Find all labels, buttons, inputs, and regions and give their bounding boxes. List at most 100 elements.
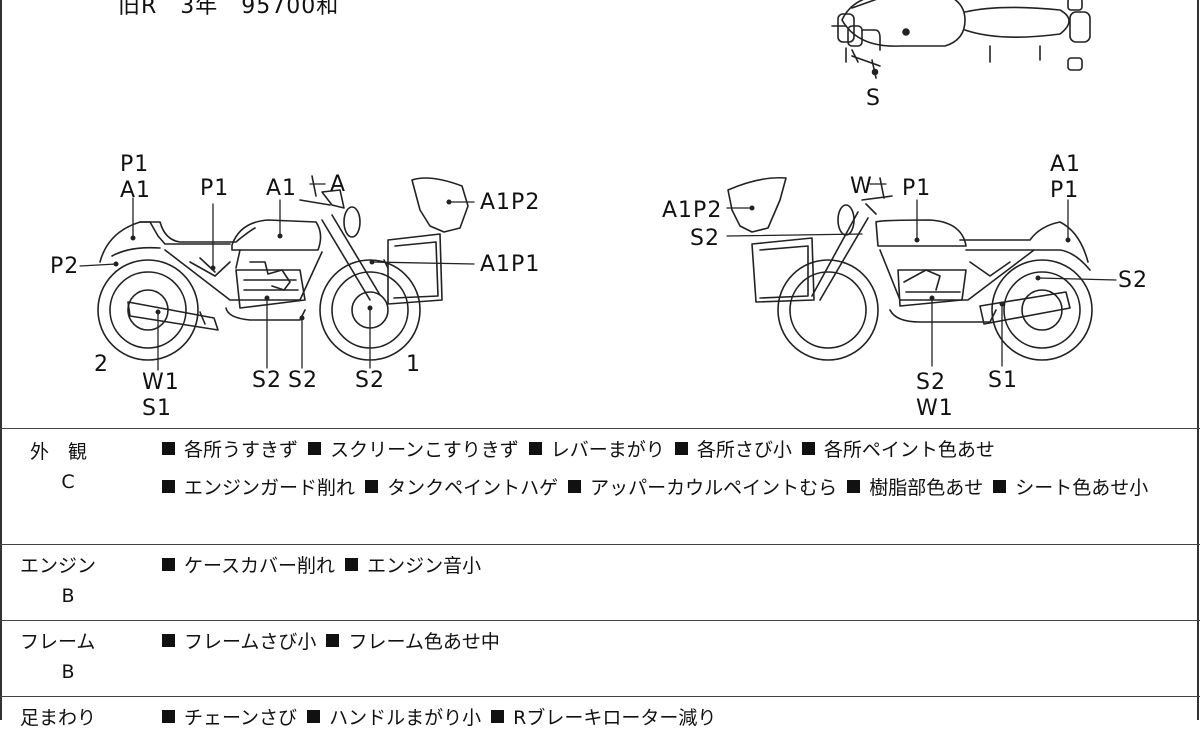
left-side-view-motorcycle <box>97 175 469 361</box>
label-top-s: S <box>866 86 881 111</box>
label-left-a1p1-case: A1P1 <box>480 252 541 277</box>
condition-item-text: フレームさび小 <box>184 631 317 653</box>
condition-item: アッパーカウルペイントむら <box>564 477 837 499</box>
label-left-s2-engine: S2 <box>252 368 282 393</box>
top-view-motorcycle <box>831 0 1091 79</box>
category-name: 足まわり <box>20 707 97 729</box>
label-left-a1p2-cowl: A1P2 <box>480 190 541 215</box>
label-left-num-1: 1 <box>406 352 421 377</box>
frame-right-border <box>1197 0 1199 720</box>
label-right-w-mirror: W <box>850 174 873 199</box>
label-left-p1-a1-rear: P1 A1 <box>120 152 152 203</box>
bullet-square-icon <box>307 710 321 723</box>
category-name: 外 観 <box>30 441 88 463</box>
frame-left-border <box>0 0 2 720</box>
bullet-square-icon <box>308 442 322 455</box>
label-left-s2-exhaust: S2 <box>288 368 318 393</box>
label-left-p2-tail: P2 <box>50 254 80 279</box>
condition-item: フレーム色あせ中 <box>322 631 500 653</box>
bullet-square-icon <box>326 634 340 647</box>
condition-item: ハンドルまがり小 <box>303 707 481 729</box>
condition-item-text: 樹脂部色あせ <box>869 477 984 499</box>
condition-item-text: ハンドルまがり小 <box>329 707 482 729</box>
condition-item-text: アッパーカウルペイントむら <box>590 477 838 499</box>
bullet-square-icon <box>162 558 175 571</box>
condition-item-text: エンジンガード削れ <box>184 477 356 499</box>
condition-item: 各所うすきず <box>158 439 298 461</box>
label-right-s2-rear: S2 <box>1118 268 1148 293</box>
condition-row-suspension: 足まわり チェーンさび ハンドルまがり小 Rブレーキローター減り <box>0 696 1200 737</box>
bullet-square-icon <box>528 442 542 455</box>
condition-row-exterior: 外 観 C 各所うすきず スクリーンこすりきず レバーまがり 各所さび小 各所ペ… <box>0 428 1200 545</box>
bullet-square-icon <box>568 480 582 493</box>
condition-items: チェーンさび ハンドルまがり小 Rブレーキローター減り <box>158 699 1188 737</box>
condition-item: エンジンガード削れ <box>158 477 355 499</box>
bullet-square-icon <box>345 558 359 571</box>
label-left-a1-tank: A1 <box>266 176 298 201</box>
label-right-a1-p1-rear: A1 P1 <box>1050 152 1082 203</box>
row-category: フレーム B <box>20 627 116 687</box>
condition-item: シート色あせ小 <box>989 477 1148 499</box>
motorcycle-line-drawings <box>79 0 1117 371</box>
condition-items: ケースカバー削れ エンジン音小 <box>158 547 1188 585</box>
condition-item-text: Rブレーキローター減り <box>513 707 717 729</box>
condition-item: 各所ペイント色あせ <box>798 439 995 461</box>
bullet-square-icon <box>162 480 175 493</box>
bullet-square-icon <box>674 442 688 455</box>
label-right-a1p2-cowl: A1P2 <box>662 198 723 223</box>
label-left-num-2: 2 <box>94 352 109 377</box>
condition-item-text: エンジン音小 <box>367 555 482 577</box>
condition-item: レバーまがり <box>525 439 665 461</box>
condition-item: タンクペイントハゲ <box>361 477 558 499</box>
condition-item-text: チェーンさび <box>184 707 298 729</box>
category-grade: B <box>61 661 75 683</box>
row-category: 足まわり <box>20 703 116 733</box>
condition-row-engine: エンジン B ケースカバー削れ エンジン音小 <box>0 544 1200 621</box>
condition-item: エンジン音小 <box>341 555 481 577</box>
bullet-square-icon <box>801 442 815 455</box>
row-category: エンジン B <box>20 551 116 611</box>
header-fragment: 旧R 3年 95700和 <box>118 0 340 19</box>
condition-item-text: シート色あせ小 <box>1015 477 1149 499</box>
bullet-square-icon <box>491 710 505 723</box>
label-left-s2-front: S2 <box>355 368 385 393</box>
condition-item-text: フレーム色あせ中 <box>348 631 500 653</box>
label-left-a-mirror: A <box>330 172 347 197</box>
condition-item: Rブレーキローター減り <box>487 707 716 729</box>
condition-item: ケースカバー削れ <box>158 555 335 577</box>
condition-item: 各所さび小 <box>671 439 792 461</box>
condition-item-text: ケースカバー削れ <box>184 555 336 577</box>
leader-lines <box>79 183 1117 371</box>
row-category: 外 観 C <box>20 437 116 497</box>
condition-items: 各所うすきず スクリーンこすりきず レバーまがり 各所さび小 各所ペイント色あせ… <box>158 431 1188 507</box>
condition-item-text: スクリーンこすりきず <box>330 439 519 461</box>
label-left-w1-s1: W1 S1 <box>142 370 180 421</box>
condition-item-text: 各所さび小 <box>696 439 792 461</box>
bullet-square-icon <box>162 710 175 723</box>
condition-item: フレームさび小 <box>158 631 316 653</box>
condition-item: 樹脂部色あせ <box>843 477 983 499</box>
label-right-s1-exhaust: S1 <box>988 368 1018 393</box>
condition-item-text: 各所うすきず <box>184 439 299 461</box>
category-grade: B <box>61 585 75 607</box>
condition-item: スクリーンこすりきず <box>304 439 519 461</box>
label-right-p1-tank: P1 <box>902 176 932 201</box>
label-left-p1-side: P1 <box>200 176 230 201</box>
bullet-square-icon <box>365 480 379 493</box>
condition-row-frame: フレーム B フレームさび小 フレーム色あせ中 <box>0 620 1200 697</box>
motorcycle-damage-diagram: S P1 A1 P1 A1 A A1P2 A1P1 P2 2 W1 S1 S2 … <box>50 0 1148 421</box>
leader-dots <box>113 199 1071 321</box>
condition-items: フレームさび小 フレーム色あせ中 <box>158 623 1188 661</box>
category-grade: C <box>61 471 75 493</box>
category-name: エンジン <box>20 555 97 577</box>
label-right-s2-w1-engine: S2 W1 <box>916 370 954 421</box>
bullet-square-icon <box>162 442 175 455</box>
category-name: フレーム <box>20 631 96 653</box>
label-right-s2-case: S2 <box>690 226 720 251</box>
condition-item-text: 各所ペイント色あせ <box>823 439 995 461</box>
condition-item-text: タンクペイントハゲ <box>387 477 559 499</box>
condition-item-text: レバーまがり <box>550 439 665 461</box>
bullet-square-icon <box>162 634 175 647</box>
bullet-square-icon <box>847 480 861 493</box>
